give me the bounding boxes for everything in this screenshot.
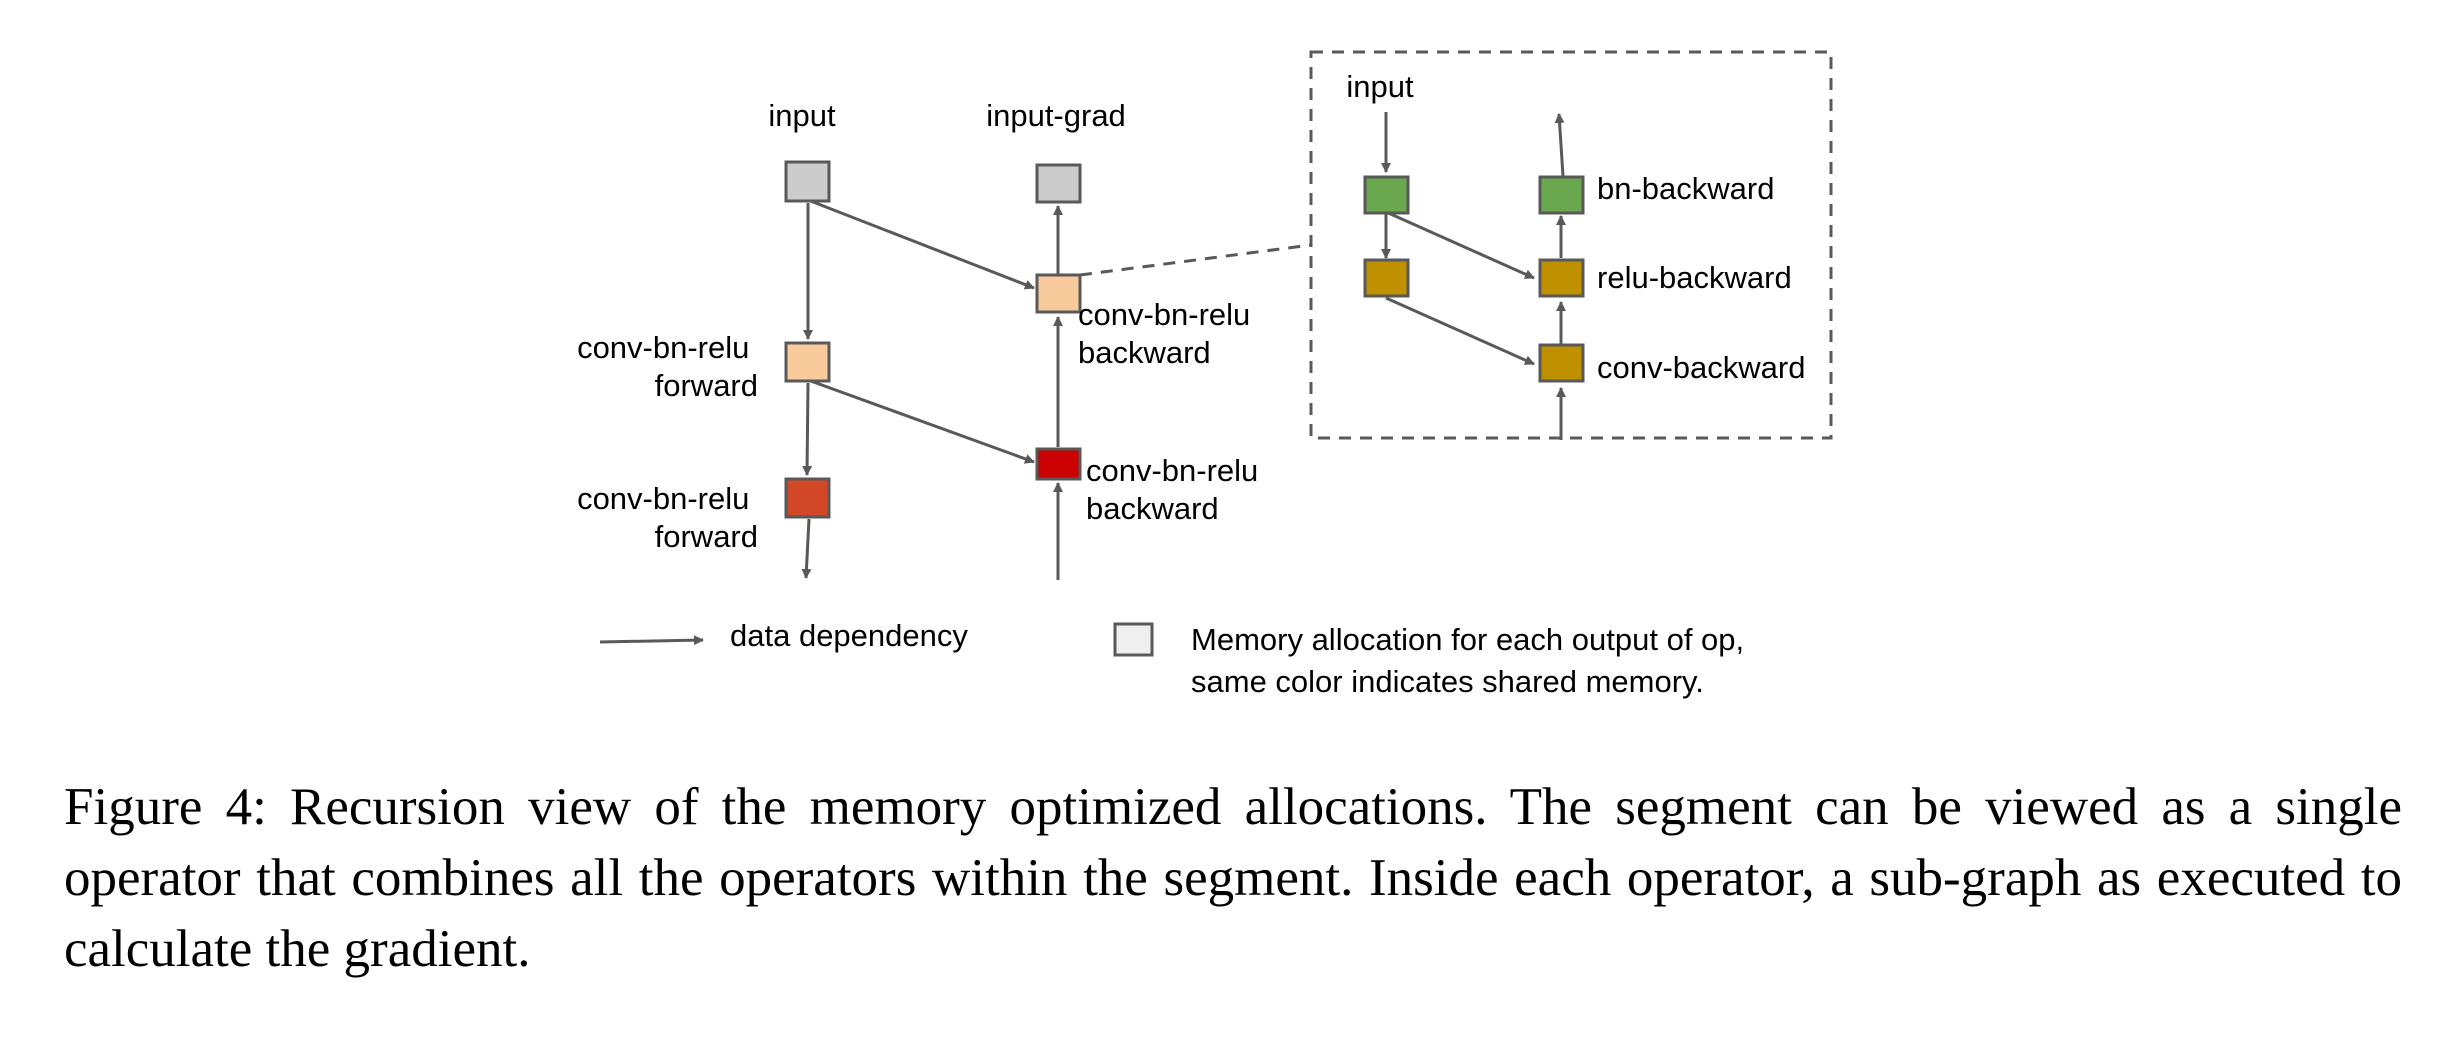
label-forward-2-line-1: conv-bn-relu bbox=[577, 481, 749, 516]
inset-edge-bn-out bbox=[1554, 113, 1565, 177]
label-backward-1: conv-bn-relu backward bbox=[1078, 297, 1259, 370]
inset-node-conv-backward bbox=[1538, 343, 1585, 383]
label-backward-1-line-2: backward bbox=[1078, 335, 1211, 370]
label-input: input bbox=[768, 98, 836, 133]
node-forward-2 bbox=[784, 477, 831, 519]
inset-edge-gold-to-conv bbox=[1385, 296, 1535, 366]
legend-box-label: Memory allocation for each output of op,… bbox=[1191, 622, 1753, 699]
label-input-grad: input-grad bbox=[986, 98, 1126, 133]
edge-forward-1-to-forward-2 bbox=[802, 382, 813, 476]
legend-arrow bbox=[599, 635, 704, 646]
legend-box-label-line-2: same color indicates shared memory. bbox=[1191, 664, 1704, 699]
inset-node-input-gold bbox=[1363, 258, 1410, 298]
node-backward-1 bbox=[1035, 273, 1082, 314]
inset-label-bn-backward: bn-backward bbox=[1597, 171, 1774, 206]
edge-forward-1-to-backward-2 bbox=[807, 378, 1035, 464]
legend-box bbox=[1113, 622, 1154, 657]
inset-label-relu-backward: relu-backward bbox=[1597, 260, 1792, 295]
inset-label-input: input bbox=[1346, 69, 1414, 104]
zoom-connector-line bbox=[1079, 243, 1312, 277]
label-forward-1: conv-bn-relu forward bbox=[577, 330, 758, 403]
label-forward-2: conv-bn-relu forward bbox=[577, 481, 758, 554]
inset-node-relu-backward bbox=[1538, 258, 1585, 298]
node-input-grad bbox=[1035, 163, 1082, 204]
inset-node-bn-backward bbox=[1538, 175, 1585, 215]
label-backward-2-line-2: backward bbox=[1086, 491, 1219, 526]
inset-zoom-box bbox=[1309, 50, 1833, 440]
memory-allocation-diagram: input input-grad conv-bn-relu forward co… bbox=[577, 50, 1833, 699]
label-backward-2-line-1: conv-bn-relu bbox=[1086, 453, 1258, 488]
legend-box-label-line-1: Memory allocation for each output of op, bbox=[1191, 622, 1744, 657]
label-forward-1-line-2: forward bbox=[655, 368, 758, 403]
label-forward-1-line-1: conv-bn-relu bbox=[577, 330, 749, 365]
edge-forward-2-out bbox=[801, 518, 812, 579]
node-forward-1 bbox=[784, 341, 831, 383]
figure-caption: Figure 4: Recursion view of the memory o… bbox=[64, 778, 2402, 978]
legend-arrow-label: data dependency bbox=[730, 618, 968, 653]
inset-node-input-green bbox=[1363, 175, 1410, 215]
label-forward-2-line-2: forward bbox=[655, 519, 758, 554]
inset-edge-green-to-relu bbox=[1385, 210, 1535, 280]
node-backward-2 bbox=[1035, 447, 1082, 481]
inset-edges bbox=[1381, 112, 1566, 440]
main-graph-edges bbox=[801, 198, 1063, 580]
label-backward-2: conv-bn-relu backward bbox=[1086, 453, 1267, 526]
edge-input-to-backward-1 bbox=[807, 198, 1035, 290]
label-backward-1-line-1: conv-bn-relu bbox=[1078, 297, 1250, 332]
inset-label-conv-backward: conv-backward bbox=[1597, 350, 1805, 385]
node-input bbox=[784, 160, 831, 203]
